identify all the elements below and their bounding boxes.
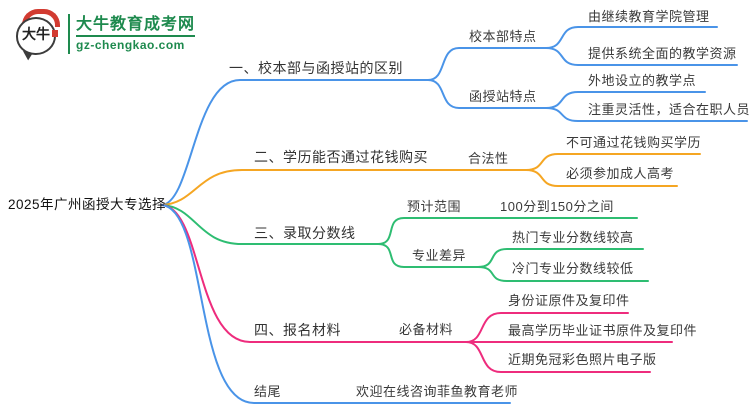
logo-mark-text: 大牛 (22, 28, 50, 44)
node-legality-detail-2[interactable]: 必须参加成人高考 (566, 166, 675, 181)
node-campus-features[interactable]: 校本部特点 (469, 29, 537, 44)
branch-3-lines (161, 204, 649, 282)
node-branch-1[interactable]: 一、校本部与函授站的区别 (229, 60, 403, 76)
node-major-detail-1[interactable]: 热门专业分数线较高 (512, 230, 634, 245)
node-station-detail-1[interactable]: 外地设立的教学点 (588, 73, 697, 88)
site-url[interactable]: gz-chengkao.com (76, 38, 185, 53)
logo-rule (76, 35, 196, 38)
branch-1-lines (161, 26, 748, 206)
node-branch-4[interactable]: 四、报名材料 (254, 322, 341, 338)
node-material-detail-2[interactable]: 最高学历毕业证书原件及复印件 (508, 323, 698, 338)
node-station-detail-2[interactable]: 注重灵活性，适合在职人员 (588, 102, 750, 117)
node-campus-detail-2[interactable]: 提供系统全面的教学资源 (588, 46, 737, 61)
node-legality[interactable]: 合法性 (468, 151, 509, 166)
node-branch-5[interactable]: 结尾 (254, 384, 282, 399)
node-major-detail-2[interactable]: 冷门专业分数线较低 (512, 261, 634, 276)
branch-5-lines (161, 204, 511, 404)
logo-bubble-icon: 大牛 (14, 8, 64, 60)
node-campus-detail-1[interactable]: 由继续教育学院管理 (588, 9, 710, 24)
branch-2-lines (161, 153, 701, 206)
node-legality-detail-1[interactable]: 不可通过花钱购买学历 (566, 135, 702, 150)
logo-red-arc (22, 9, 60, 27)
node-station-features[interactable]: 函授站特点 (469, 89, 537, 104)
node-range-value[interactable]: 100分到150分之间 (500, 199, 614, 214)
node-material-detail-3[interactable]: 近期免冠彩色照片电子版 (508, 352, 657, 367)
site-title: 大牛教育成考网 (76, 15, 196, 33)
node-branch-3[interactable]: 三、录取分数线 (254, 225, 356, 241)
root-node[interactable]: 2025年广州函授大专选择 (8, 197, 167, 212)
site-logo[interactable]: 大牛 大牛教育成考网 gz-chengkao.com (14, 8, 196, 60)
node-branch-2[interactable]: 二、学历能否通过花钱购买 (254, 149, 428, 165)
logo-divider (68, 14, 70, 54)
node-ending-detail[interactable]: 欢迎在线咨询菲鱼教育老师 (356, 384, 519, 399)
node-expected-range[interactable]: 预计范围 (407, 199, 462, 214)
node-material-detail-1[interactable]: 身份证原件及复印件 (508, 293, 630, 308)
logo-red-seal-icon (52, 30, 58, 37)
logo-calligraphy-mark: 大牛 (16, 17, 56, 55)
node-major-difference[interactable]: 专业差异 (412, 248, 467, 263)
node-required-materials[interactable]: 必备材料 (399, 322, 454, 337)
